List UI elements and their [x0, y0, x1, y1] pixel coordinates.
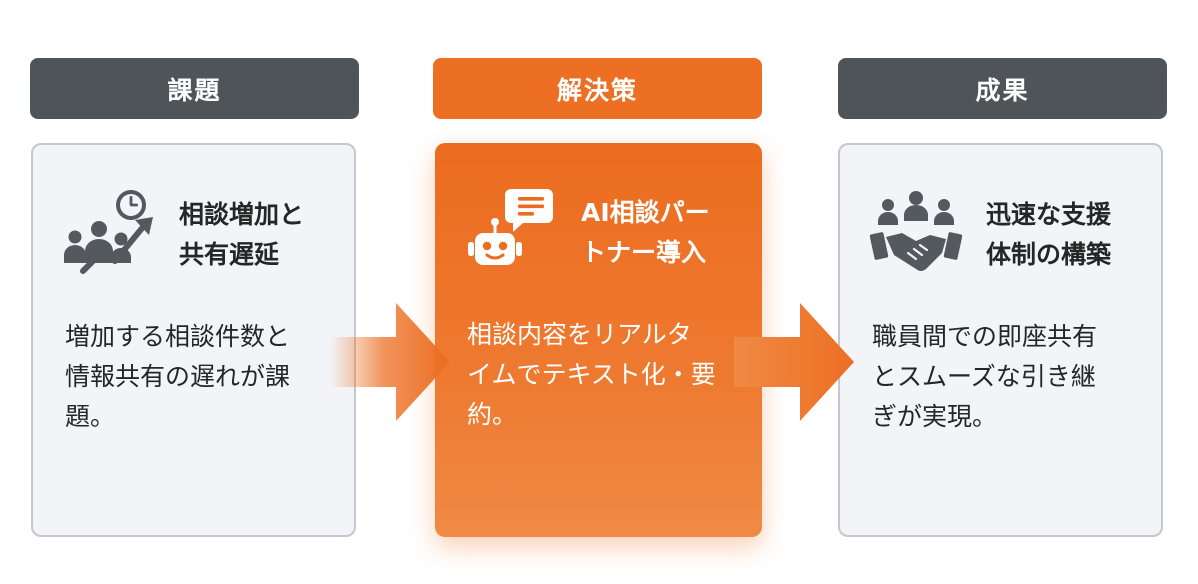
result-title-line: 迅速な支援: [986, 200, 1112, 229]
problem-description: 増加する相談件数と 情報共有の遅れが課 題。: [65, 317, 341, 437]
problem-title: 相談増加と 共有遅延: [179, 195, 304, 275]
flow-arrow-icon: [330, 303, 450, 421]
problem-description-line: 情報共有の遅れが課: [65, 362, 291, 391]
team-handshake-icon: [869, 191, 963, 271]
result-description-line: ぎが実現。: [872, 402, 998, 431]
growth-people-clock-icon: [64, 190, 153, 274]
header-solution: 解決策: [433, 58, 762, 119]
flow-arrow-icon: [734, 303, 854, 421]
result-description-line: 職員間での即座共有: [872, 322, 1098, 351]
solution-description-line: 相談内容をリアルタ: [467, 320, 692, 349]
result-description-line: とスムーズな引き継: [872, 362, 1096, 391]
solution-card: AI相談パー トナー導入 相談内容をリアルタ イムでテキスト化・要 約。: [435, 143, 762, 537]
result-description: 職員間での即座共有 とスムーズな引き継 ぎが実現。: [872, 317, 1148, 437]
result-card: 迅速な支援 体制の構築 職員間での即座共有 とスムーズな引き継 ぎが実現。: [838, 143, 1163, 537]
result-title: 迅速な支援 体制の構築: [986, 195, 1111, 275]
problem-card: 相談増加と 共有遅延 増加する相談件数と 情報共有の遅れが課 題。: [31, 143, 356, 537]
solution-title-line: AI相談パー: [581, 198, 710, 227]
solution-description: 相談内容をリアルタ イムでテキスト化・要 約。: [467, 315, 743, 435]
solution-description-line: イムでテキスト化・要: [467, 360, 716, 389]
result-title-line: 体制の構築: [986, 240, 1112, 269]
header-problem: 課題: [30, 58, 359, 119]
problem-title-line: 相談増加と: [179, 200, 305, 229]
solution-title-line: トナー導入: [581, 238, 707, 267]
problem-description-line: 増加する相談件数と: [65, 322, 291, 351]
solution-description-line: 約。: [467, 400, 518, 429]
solution-title: AI相談パー トナー導入: [581, 193, 710, 273]
problem-description-line: 題。: [65, 402, 116, 431]
robot-chat-icon: [468, 189, 553, 265]
header-result: 成果: [838, 58, 1167, 119]
problem-title-line: 共有遅延: [179, 240, 280, 269]
